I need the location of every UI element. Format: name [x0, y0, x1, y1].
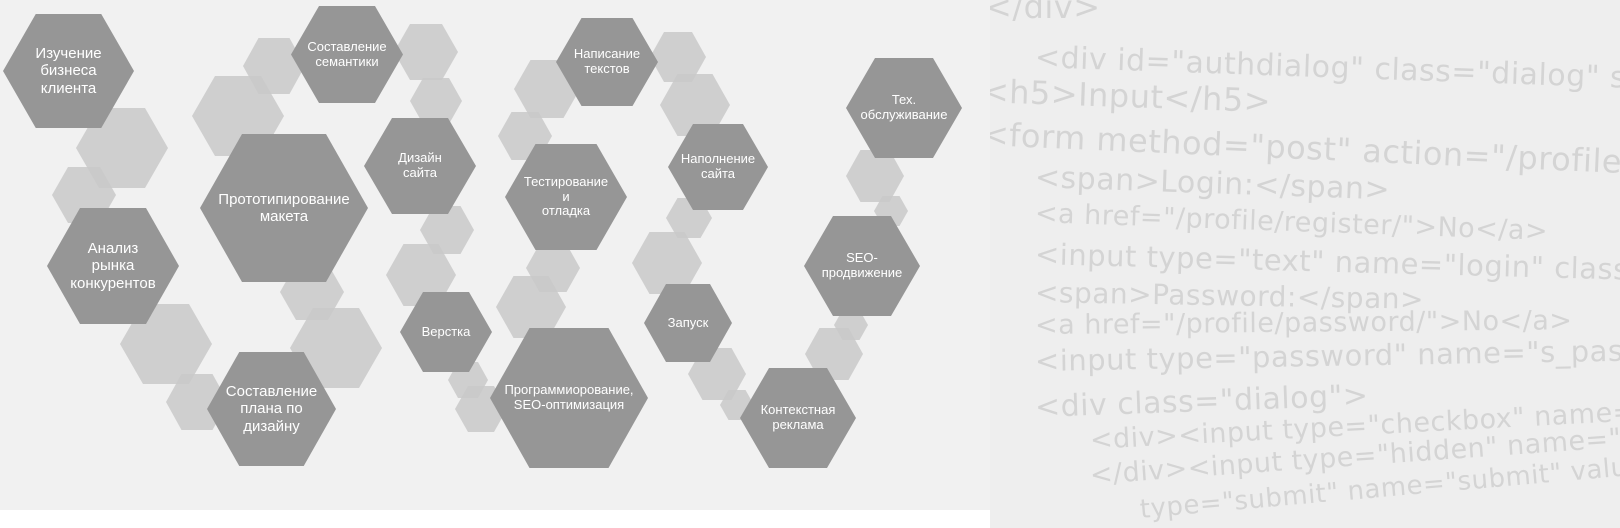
code-line: </div>	[990, 0, 1101, 26]
step-content: Наполнение сайта	[668, 124, 768, 210]
step-seo: SEO- продвижение	[804, 216, 920, 316]
code-background: </div> <div id="authdialog" class="dialo…	[990, 0, 1620, 528]
step-prototyping: Прототипирование макета	[200, 134, 368, 282]
step-context-ads: Контекстная реклама	[740, 368, 856, 468]
step-site-design: Дизайн сайта	[364, 118, 476, 214]
decorative-hexagon	[632, 232, 702, 294]
decorative-hexagon	[846, 150, 904, 202]
step-layout: Верстка	[400, 292, 492, 372]
step-launch: Запуск	[644, 284, 732, 362]
step-design-plan: Составление плана по дизайну	[207, 352, 336, 466]
bottom-strip	[0, 510, 990, 528]
decorative-hexagon	[410, 78, 462, 124]
step-semantics: Составление семантики	[291, 6, 403, 103]
decorative-hexagon	[394, 24, 458, 80]
step-programming: Программиорование, SEO-оптимизация	[490, 328, 648, 468]
step-business-study: Изучение бизнеса клиента	[3, 14, 134, 128]
step-maintenance: Тех. обслуживание	[846, 58, 962, 158]
